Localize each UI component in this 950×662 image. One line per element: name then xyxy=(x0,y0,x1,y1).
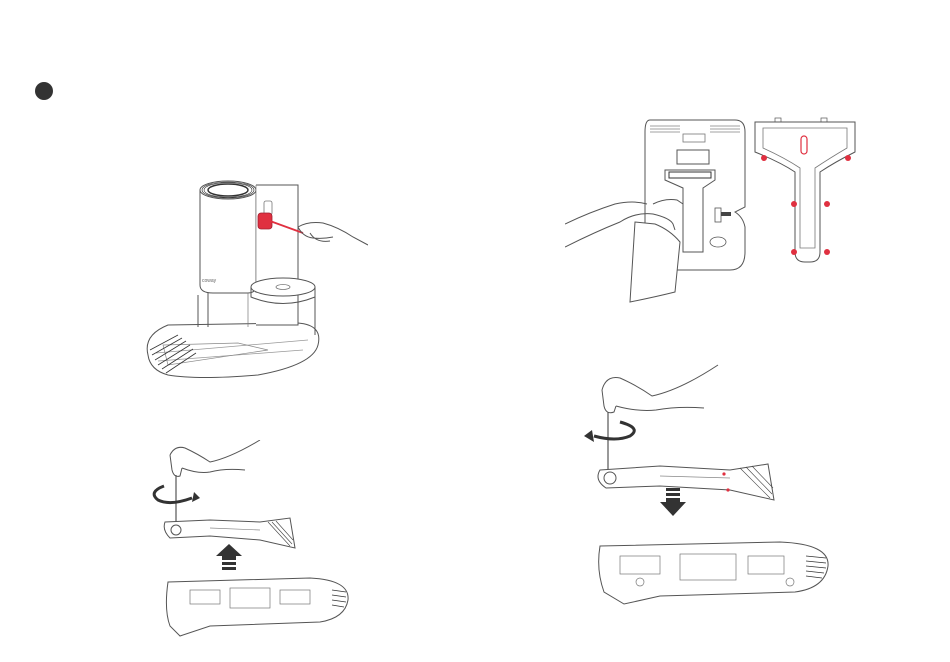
remove-svg xyxy=(580,360,850,610)
arrow-up-icon xyxy=(216,544,242,570)
brand-label: coway xyxy=(202,278,217,284)
install-svg xyxy=(150,440,360,640)
illustration-remove-arm xyxy=(580,360,850,610)
rotate-cw-arrow-icon xyxy=(154,486,200,503)
rotate-ccw-arrow-icon xyxy=(584,422,634,442)
station-svg: coway xyxy=(138,175,368,385)
illustration-station-pin-reset: coway xyxy=(138,175,368,385)
underside-svg xyxy=(565,112,865,312)
illustration-underside-wipe xyxy=(565,112,865,312)
arrow-down-icon xyxy=(660,488,686,516)
illustration-install-arm xyxy=(150,440,360,640)
step-marker-dot xyxy=(35,82,53,100)
